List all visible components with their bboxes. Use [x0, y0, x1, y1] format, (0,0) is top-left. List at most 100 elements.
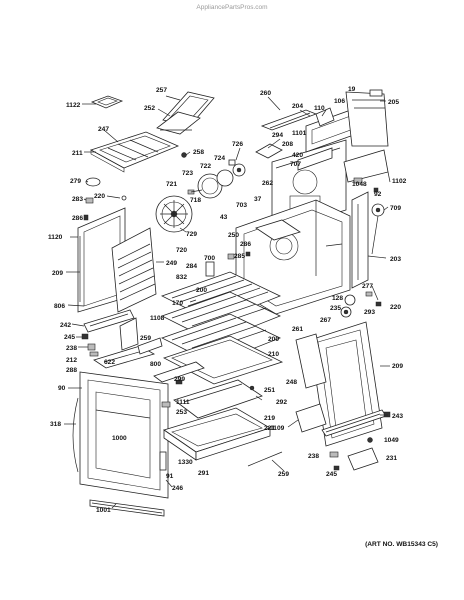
callout-283: 283 — [72, 196, 83, 203]
callout-293: 293 — [364, 309, 375, 316]
callout-252: 252 — [144, 105, 155, 112]
callout-832: 832 — [176, 274, 187, 281]
part-lower-left-brackets — [81, 309, 139, 351]
callout-800: 800 — [150, 361, 161, 368]
callout-238: 238 — [66, 345, 77, 352]
callout-203: 203 — [390, 256, 401, 263]
leader-lines — [64, 95, 391, 509]
part-control-panel-back — [305, 89, 389, 153]
part-right-side-panel — [351, 191, 369, 289]
callout-110: 110 — [314, 105, 325, 112]
part-oven-side-rails — [111, 227, 157, 313]
part-709 — [371, 203, 385, 255]
callout-292: 292 — [276, 399, 287, 406]
callout-208: 208 — [282, 141, 293, 148]
watermark: AppliancePartsPros.com — [196, 4, 267, 11]
callout-288: 288 — [66, 367, 77, 374]
callout-251: 251 — [264, 387, 275, 394]
callout-420: 420 — [292, 152, 303, 159]
callout-1122: 1122 — [66, 102, 81, 109]
part-door-top-trim — [89, 337, 163, 369]
callout-212: 212 — [66, 357, 77, 364]
callout-245: 245 — [64, 334, 75, 341]
callout-718: 718 — [190, 197, 201, 204]
callout-210: 210 — [268, 351, 279, 358]
callout-1120: 1120 — [48, 234, 63, 241]
art-number: (ART NO. WB15343 C5) — [365, 541, 438, 548]
callout-248: 248 — [286, 379, 297, 386]
callout-291: 291 — [198, 470, 209, 477]
callout-1108: 1108 — [150, 315, 165, 322]
callout-1000: 1000 — [112, 435, 127, 442]
callout-259: 259 — [278, 471, 289, 478]
callout-231: 231 — [386, 455, 397, 462]
callout-277: 277 — [362, 283, 373, 290]
callout-245: 245 — [326, 471, 337, 478]
callout-1109: 1109 — [270, 425, 285, 432]
part-rear-brackets — [343, 149, 389, 193]
callout-253: 253 — [176, 409, 187, 416]
callout-204: 204 — [292, 103, 303, 110]
callout-284: 284 — [186, 263, 197, 270]
part-rod-259 — [247, 451, 283, 467]
callout-257: 257 — [156, 87, 167, 94]
callout-724: 724 — [214, 155, 225, 162]
part-convection-element — [187, 159, 246, 199]
part-small-fasteners — [83, 152, 187, 221]
callout-91: 91 — [166, 473, 174, 480]
part-lower-right-brackets — [295, 403, 391, 471]
callout-247: 247 — [98, 126, 109, 133]
callout-723: 723 — [182, 170, 193, 177]
callout-labels: 1122 257 252 247 211 258 279 220 283 286… — [48, 86, 407, 514]
callout-243: 243 — [392, 413, 403, 420]
callout-299: 299 — [174, 376, 185, 383]
callout-258: 258 — [193, 149, 204, 156]
part-top-brackets — [255, 109, 318, 159]
callout-729: 729 — [186, 231, 197, 238]
callout-318: 318 — [50, 421, 61, 428]
callout-722: 722 — [200, 163, 211, 170]
callout-220: 220 — [390, 304, 401, 311]
callout-1001: 1001 — [96, 507, 111, 514]
callout-219: 219 — [264, 415, 275, 422]
part-oven-racks — [160, 271, 284, 385]
callout-1330: 1330 — [178, 459, 193, 466]
callout-209: 209 — [52, 270, 63, 277]
part-bake-element — [153, 361, 263, 419]
callout-19: 19 — [348, 86, 356, 93]
callout-279: 279 — [70, 178, 81, 185]
callout-90: 90 — [58, 385, 66, 392]
callout-726: 726 — [232, 141, 243, 148]
callout-242: 242 — [60, 322, 71, 329]
callout-170: 170 — [172, 300, 183, 307]
callout-37: 37 — [254, 196, 262, 203]
callout-249: 249 — [166, 260, 177, 267]
callout-235: 235 — [330, 305, 341, 312]
callout-267: 267 — [320, 317, 331, 324]
part-cooktop — [89, 131, 180, 173]
callout-262: 262 — [262, 180, 273, 187]
callout-200: 200 — [196, 287, 207, 294]
part-vent-cover — [90, 95, 124, 109]
callout-806: 806 — [54, 303, 65, 310]
callout-220: 220 — [94, 193, 105, 200]
part-bottom-pan — [159, 407, 271, 471]
part-oven-cavity — [235, 199, 351, 315]
part-sensor-group — [340, 285, 382, 318]
callout-238: 238 — [308, 453, 319, 460]
callout-703: 703 — [236, 202, 247, 209]
callout-294: 294 — [272, 132, 283, 139]
callout-707: 707 — [290, 161, 301, 168]
callout-720: 720 — [176, 247, 187, 254]
callout-286: 286 — [72, 215, 83, 222]
callout-92: 92 — [374, 191, 382, 198]
part-oven-door — [72, 371, 169, 499]
callout-1102: 1102 — [392, 178, 407, 185]
callout-221: 221 — [264, 425, 275, 432]
callout-259: 259 — [140, 335, 151, 342]
callout-209: 209 — [392, 363, 403, 370]
callout-622: 622 — [104, 359, 115, 366]
callout-709: 709 — [390, 205, 401, 212]
callout-106: 106 — [334, 98, 345, 105]
